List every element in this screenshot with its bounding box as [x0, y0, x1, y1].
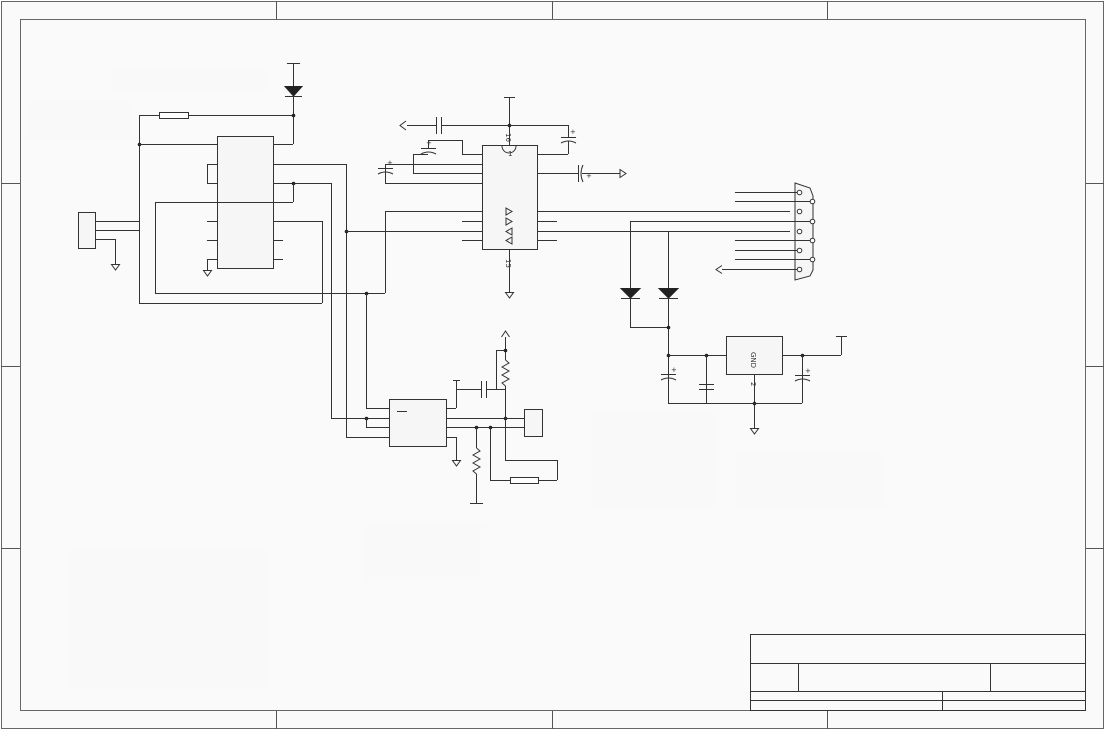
- diode-d3: [657, 288, 680, 299]
- resistor-r2: [500, 359, 511, 387]
- input-protection: [137, 63, 304, 303]
- svg-text:+: +: [671, 366, 677, 374]
- resistor-r4: [510, 477, 539, 484]
- bottom-ic-circuit: [331, 330, 558, 504]
- resistor-r3: [471, 447, 482, 475]
- power-connector: [78, 212, 139, 271]
- ground-symbol: [202, 270, 213, 277]
- ground-symbol: [451, 460, 462, 467]
- power-supply: GND 2 + +: [619, 221, 847, 435]
- svg-text:+: +: [586, 172, 592, 180]
- small-connector: [524, 409, 543, 437]
- regulator-pin-label: 2: [749, 382, 757, 386]
- ground-symbol: [110, 264, 121, 271]
- pin-15-label: 15: [504, 259, 512, 268]
- arrow-symbol: [501, 330, 510, 338]
- pin-16-label: 16: [504, 133, 512, 142]
- bottom-ic: [389, 399, 447, 447]
- title-block: [750, 634, 1086, 711]
- blank-note-areas: [26, 66, 886, 688]
- regulator-gnd-label: GND: [749, 352, 757, 368]
- diode-d1: [283, 86, 304, 97]
- left-routing: [139, 164, 482, 437]
- resistor-r1: [159, 112, 189, 119]
- svg-text:+: +: [426, 139, 432, 147]
- arrow-symbol: [399, 120, 407, 131]
- diode-d2: [619, 288, 642, 299]
- svg-text:+: +: [805, 367, 811, 375]
- svg-text:+: +: [387, 159, 393, 167]
- max232-ic: 16 1 15: [385, 97, 790, 299]
- ground-symbol: [749, 428, 760, 435]
- svg-text:+: +: [570, 128, 576, 136]
- pin-1-label: 1: [508, 150, 512, 158]
- arrow-symbol: [619, 168, 627, 179]
- left-ic: [155, 136, 385, 294]
- db9-connector: [630, 182, 816, 281]
- charge-pump-caps: + + + +: [377, 117, 627, 183]
- ground-symbol: [504, 292, 515, 299]
- arrow-symbol: [715, 265, 723, 274]
